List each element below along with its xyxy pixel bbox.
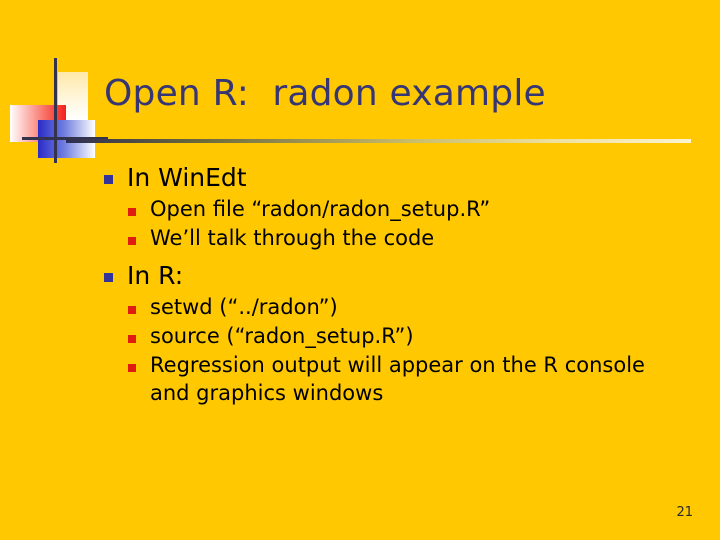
square-bullet-icon <box>128 363 136 372</box>
bullet-label: Regression output will appear on the R c… <box>150 352 645 405</box>
bullet-label: In WinEdt <box>127 163 247 192</box>
square-bullet-icon <box>128 334 136 343</box>
page-title: Open R: radon example <box>104 73 546 114</box>
sublist: setwd (“../radon”) source (“radon_setup.… <box>104 294 694 408</box>
decorative-motif <box>0 58 110 163</box>
square-bullet-icon <box>128 305 136 314</box>
bullet-label: We’ll talk through the code <box>150 225 435 250</box>
square-bullet-icon <box>128 236 136 245</box>
square-bullet-icon <box>128 208 136 216</box>
list-item: In WinEdt <box>104 162 694 194</box>
square-bullet-icon <box>104 272 113 282</box>
bullet-label: In R: <box>127 260 184 290</box>
list-item: Regression output will appear on the R c… <box>104 352 694 408</box>
list-item: We’ll talk through the code <box>104 225 694 253</box>
square-bullet-icon <box>104 175 113 184</box>
bullet-label: setwd (“../radon”) <box>150 294 338 319</box>
page-number: 21 <box>676 505 693 520</box>
bullet-label: source (“radon_setup.R”) <box>150 323 414 348</box>
title-divider <box>66 139 691 143</box>
motif-vertical-line <box>54 58 57 163</box>
motif-horizontal-line <box>22 137 108 140</box>
list-item: In R: <box>104 260 694 292</box>
bullet-label: Open file “radon/radon_setup.R” <box>150 197 491 221</box>
list-item: Open file “radon/radon_setup.R” <box>104 196 694 224</box>
slide-body: In WinEdt Open file “radon/radon_setup.R… <box>104 162 694 415</box>
sublist: Open file “radon/radon_setup.R” We’ll ta… <box>104 196 694 253</box>
list-item: setwd (“../radon”) <box>104 294 694 322</box>
list-item: source (“radon_setup.R”) <box>104 323 694 351</box>
